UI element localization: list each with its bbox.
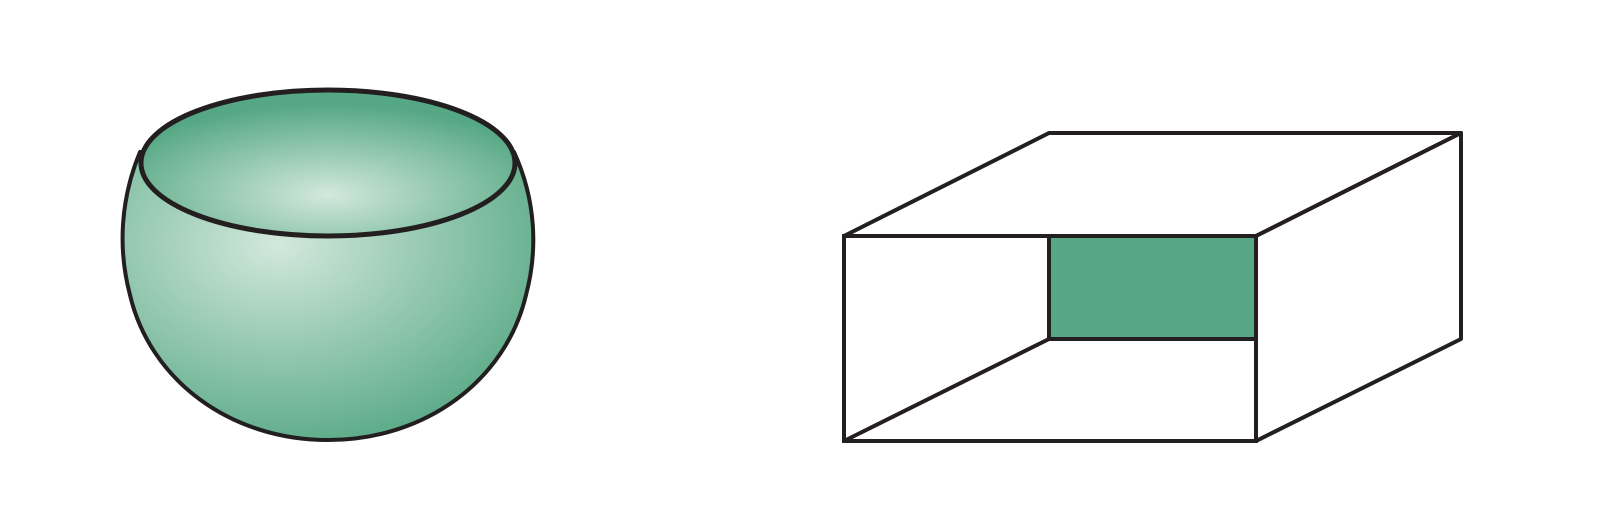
box-figure xyxy=(842,131,1463,443)
bowl-figure xyxy=(120,87,536,442)
bowl-rim xyxy=(138,87,518,239)
box-inner-floor-edge xyxy=(843,337,1050,443)
box-shaded-panel xyxy=(1047,234,1258,341)
